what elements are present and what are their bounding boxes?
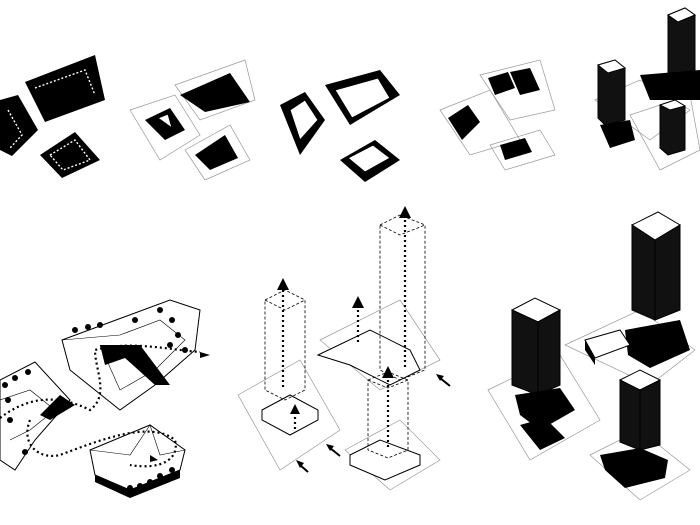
step-5-towers — [594, 7, 700, 171]
step-1-footprints — [0, 55, 105, 178]
step-3-courtyard-masses — [280, 70, 400, 182]
step-4-podium-blocks — [439, 59, 556, 171]
landscape-route-diagram — [0, 299, 210, 498]
trees — [2, 307, 188, 493]
final-tower-massing — [487, 211, 696, 501]
tower-extrusion-diagram — [237, 206, 451, 491]
step-2-folded-planes — [129, 59, 256, 181]
